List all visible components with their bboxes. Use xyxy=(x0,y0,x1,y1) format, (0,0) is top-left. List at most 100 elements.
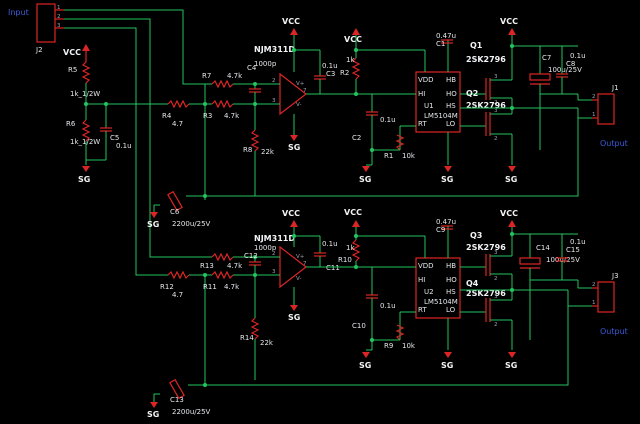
connector-j2: 1 2 3 J2 Input xyxy=(8,3,64,54)
c3-value: 0.1u xyxy=(322,62,338,70)
bias-network: VCC R5 1k_1/2W R6 1k_1/2W C5 0.1u SG xyxy=(63,44,136,184)
r10-label: R10 xyxy=(338,256,352,264)
u1-pin-vminus: V- xyxy=(296,102,301,108)
sg-label-c13: SG xyxy=(147,410,159,419)
c9-label: C9 xyxy=(436,226,445,234)
c4-value: 1000p xyxy=(254,60,277,68)
resistor-r11: R11 4.7k xyxy=(203,270,270,291)
j1-pin-2: 2 xyxy=(592,94,596,100)
gate-driver-u1-name: U1 xyxy=(424,102,434,110)
c8-value: 0.1u xyxy=(570,52,586,60)
r13-label: R13 xyxy=(200,262,214,270)
q3-part: 2SK2796 xyxy=(466,243,506,252)
q1-name: Q1 xyxy=(470,41,483,50)
c11-value: 0.1u xyxy=(322,240,338,248)
r6-value: 1k_1/2W xyxy=(70,138,100,146)
r2-label: R2 xyxy=(340,69,349,77)
c2-value: 0.1u xyxy=(380,116,396,124)
u1-ho-pin: HO xyxy=(446,90,457,98)
c11-label: C11 xyxy=(326,264,340,272)
r14-label: R14 xyxy=(240,334,254,342)
capacitor-c12: C12 1000p xyxy=(244,244,277,275)
comparator-u2-name: NJM311D xyxy=(254,234,295,243)
r3-value: 4.7k xyxy=(224,112,240,120)
gate-driver-u2: VDD HI RT HB HO HS LO U2 LM5104M SG xyxy=(354,234,461,370)
j2-label: J2 xyxy=(35,46,43,54)
u1-pin-3: 3 xyxy=(272,98,276,104)
r12-value: 4.7 xyxy=(172,291,183,299)
r2-value: 1k xyxy=(346,56,355,64)
r7-label: R7 xyxy=(202,72,211,80)
output-2-label: Output xyxy=(600,327,628,336)
r11-value: 4.7k xyxy=(224,283,240,291)
j3-label: J3 xyxy=(611,272,619,280)
r7-value: 4.7k xyxy=(227,72,243,80)
u2-ho-pin: HO xyxy=(446,276,457,284)
r4-value: 4.7 xyxy=(172,120,183,128)
q2-pin-2: 2 xyxy=(494,136,498,142)
c7-value: 100u/25V xyxy=(548,66,582,74)
gate-driver-u1-part: LM5104M xyxy=(424,112,458,120)
r5-value: 1k_1/2W xyxy=(70,90,100,98)
u1-pin-vplus: V+ xyxy=(296,81,305,87)
r1-label: R1 xyxy=(384,152,393,160)
u2-lo-pin: LO xyxy=(446,306,456,314)
resistor-r8: R8 22k xyxy=(243,104,275,196)
c15-value: 0.1u xyxy=(570,238,586,246)
q4-part: 2SK2796 xyxy=(466,289,506,298)
c4-label: C4 xyxy=(247,64,257,72)
q4-name: Q4 xyxy=(466,279,479,288)
c10-label: C10 xyxy=(352,322,366,330)
resistor-r4: R4 4.7 xyxy=(162,99,205,128)
resistor-r14: R14 22k xyxy=(240,275,274,380)
q3-pin-2: 2 xyxy=(494,276,498,282)
capacitor-c3: C3 0.1u xyxy=(292,48,338,94)
r9-label: R9 xyxy=(384,342,393,350)
capacitor-c9: C9 0.47u xyxy=(436,218,456,258)
u2-hs-pin: HS xyxy=(446,288,456,296)
input-wires xyxy=(64,9,205,276)
sg-label-bias: SG xyxy=(78,175,90,184)
c13-label: C13 xyxy=(170,396,184,404)
resistor-r9: R9 10k xyxy=(370,311,416,350)
sg-label-c2: SG xyxy=(359,175,371,184)
capacitor-c6: SG C6 2200u/25V xyxy=(147,190,211,229)
capacitor-c13: SG C13 2200u/25V xyxy=(147,378,211,419)
sg-label-cmp1: SG xyxy=(288,143,300,152)
comparator-u2: NJM311D VCC 2 3 V+ V- 7 SG xyxy=(254,209,320,322)
vcc-label-cmp1: VCC xyxy=(282,17,300,26)
u2-hb-pin: HB xyxy=(446,262,456,270)
capacitor-c4: C4 1000p xyxy=(247,60,277,104)
sg-label-q4: SG xyxy=(505,361,517,370)
r4-label: R4 xyxy=(162,112,172,120)
q3-pin-3: 3 xyxy=(494,250,498,256)
capacitor-c15: C15 0.1u xyxy=(556,234,586,280)
u2-rt-pin: RT xyxy=(418,306,427,314)
resistor-r7: R7 4.7k xyxy=(202,72,270,89)
c7-label: C7 xyxy=(542,54,551,62)
vcc-arrow-bias xyxy=(82,44,90,51)
vcc-label-cmp2: VCC xyxy=(282,209,300,218)
gate-driver-u2-name: U2 xyxy=(424,288,434,296)
c12-value: 1000p xyxy=(254,244,277,252)
j3-pin-2: 2 xyxy=(592,282,596,288)
u1-lo-pin: LO xyxy=(446,120,456,128)
r3-label: R3 xyxy=(203,112,212,120)
r9-value: 10k xyxy=(402,342,416,350)
resistor-r12: R12 4.7 xyxy=(160,270,205,299)
sg-label-c10: SG xyxy=(359,361,371,370)
vcc-label-bias: VCC xyxy=(63,48,81,57)
j2-pin-1-label: 1 xyxy=(57,5,61,11)
r1-value: 10k xyxy=(402,152,416,160)
u2-hi-pin: HI xyxy=(418,276,425,284)
j3-pin-1: 1 xyxy=(592,300,596,306)
sg-label-q2: SG xyxy=(505,175,517,184)
c1-value: 0.47u xyxy=(436,32,456,40)
sg-symbol-bias xyxy=(82,166,90,172)
q2-name: Q2 xyxy=(466,89,478,98)
u1-hb-pin: HB xyxy=(446,76,456,84)
r14-value: 22k xyxy=(260,339,274,347)
r8-value: 22k xyxy=(261,148,275,156)
c13-value: 2200u/25V xyxy=(172,408,211,416)
